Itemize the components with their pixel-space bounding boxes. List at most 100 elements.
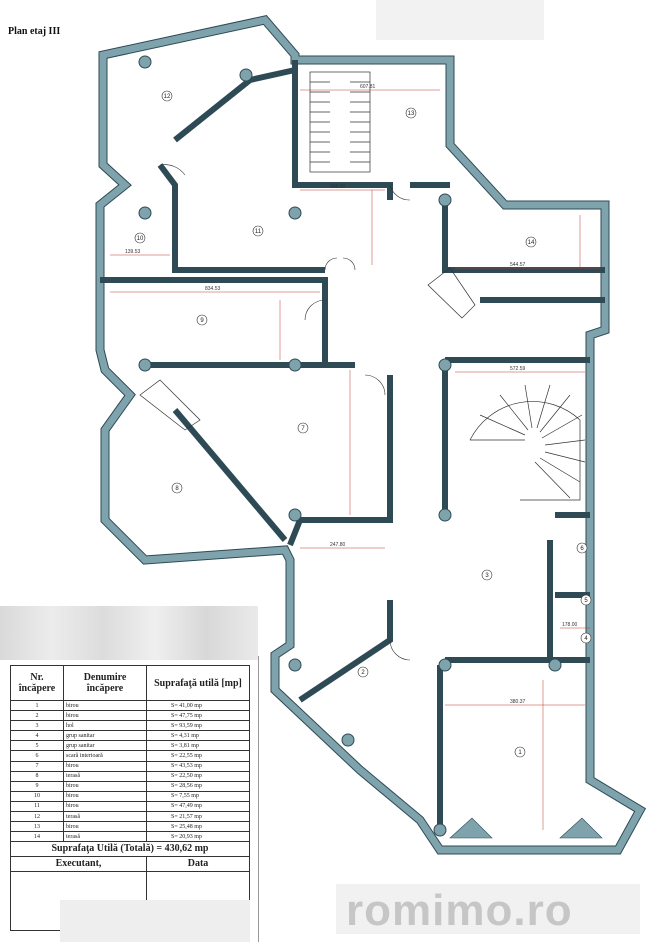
column-marker [138, 358, 152, 372]
legend-cell-area: S= 22,50 mp [146, 770, 250, 782]
legend-cell-name: birou [63, 780, 147, 792]
room-number: 13 [408, 111, 415, 117]
legend-cell-nr: 7 [10, 760, 64, 772]
staircase-spiral [469, 401, 581, 501]
blurred-header-area [376, 0, 544, 40]
room-number: 10 [137, 236, 144, 242]
sheet-border [0, 656, 259, 942]
legend-cell-area: S= 20,93 mp [146, 831, 250, 843]
legend-cell-nr: 9 [10, 780, 64, 792]
legend-cell-nr: 5 [10, 740, 64, 752]
legend-cell-area: S= 25,48 mp [146, 821, 250, 833]
dimension-label: 544.57 [510, 262, 526, 268]
column-marker [438, 358, 452, 372]
room-number: 11 [255, 229, 262, 235]
legend-cell-area: S= 41,00 mp [146, 699, 250, 712]
column-marker [341, 733, 355, 747]
column-marker [433, 823, 447, 837]
legend-cell-area: S= 47,75 mp [146, 710, 250, 722]
legend-cell-nr: 4 [10, 730, 64, 742]
column-marker [438, 658, 452, 672]
dimension-label: 607.81 [360, 84, 376, 90]
legend-cell-name: birou [63, 821, 147, 833]
interior-wall-17 [298, 600, 393, 703]
plan-title: Plan etaj III [8, 26, 61, 37]
legend-cell-nr: 1 [10, 699, 64, 712]
legend-cell-area: S= 22,55 mp [146, 750, 250, 762]
header-area: Suprafaţă utilă [mp] [146, 665, 250, 701]
legend-cell-nr: 12 [10, 811, 64, 823]
legend-cell-name: birou [63, 790, 147, 802]
legend-cell-name: birou [63, 760, 147, 772]
room-number: 9 [200, 318, 204, 324]
column-marker [438, 193, 452, 207]
door-arc [324, 257, 356, 271]
legend-cell-nr: 13 [10, 821, 64, 833]
legend-cell-area: S= 93,59 mp [146, 720, 250, 732]
legend-cell-name: grup sanitar [63, 740, 147, 752]
legend-cell-area: S= 21,57 mp [146, 811, 250, 823]
door-arc [304, 299, 326, 321]
legend-cell-name: birou [63, 699, 147, 712]
dimension-label: 834.53 [205, 286, 221, 292]
interior-wall-3 [292, 60, 393, 200]
legend-cell-name: hol [63, 720, 147, 732]
legend-cell-name: terasă [63, 831, 147, 843]
door-arc [364, 374, 386, 396]
dimension-label: 380.37 [510, 699, 526, 705]
blurred-footer-area [60, 900, 250, 942]
dimension-label: 247.80 [330, 542, 346, 548]
room-number: 8 [175, 486, 179, 492]
door-arc [159, 164, 186, 176]
interior-wall-8 [172, 408, 288, 542]
legend-cell-nr: 2 [10, 710, 64, 722]
interior-wall-2 [157, 163, 325, 273]
legend-cell-name: scară interioară [63, 750, 147, 762]
total-area: Suprafaţa Utilă (Totală) = 430,62 mp [10, 841, 250, 858]
dimension-label: 369.90 [330, 184, 346, 190]
room-legend-table: Nr. încăpere Denumire încăpere Suprafaţă… [10, 665, 250, 932]
column-marker [288, 508, 302, 522]
header-name: Denumire încăpere [63, 665, 147, 701]
legend-cell-name: birou [63, 710, 147, 722]
room-number: 4 [584, 636, 588, 642]
column-marker [138, 206, 152, 220]
legend-cell-area: S= 43,53 mp [146, 760, 250, 772]
watermark-text: romimo.ro [346, 886, 573, 935]
room-number: 5 [584, 598, 588, 604]
dimension-label: 139.53 [125, 249, 141, 255]
outer-wall-fill [96, 16, 645, 854]
watermark: romimo.ro [336, 884, 640, 935]
legend-cell-area: S= 3,81 mp [146, 740, 250, 752]
legend-cell-name: terasă [63, 811, 147, 823]
interior-wall-9 [442, 195, 605, 273]
legend-cell-nr: 14 [10, 831, 64, 843]
room-number: 1 [518, 750, 522, 756]
executant-label: Executant, [10, 856, 147, 873]
room-number: 14 [528, 240, 535, 246]
stair-landing [427, 267, 476, 319]
legend-cell-name: terasă [63, 770, 147, 782]
header-nr: Nr. încăpere [10, 665, 64, 701]
legend-cell-nr: 8 [10, 770, 64, 782]
legend-cell-nr: 6 [10, 750, 64, 762]
dimension-label: 572.59 [510, 366, 526, 372]
legend-cell-name: birou [63, 800, 147, 813]
room-number: 6 [580, 546, 584, 552]
column-marker [138, 55, 152, 69]
column-marker [288, 358, 302, 372]
legend-cell-area: S= 4,31 mp [146, 730, 250, 742]
